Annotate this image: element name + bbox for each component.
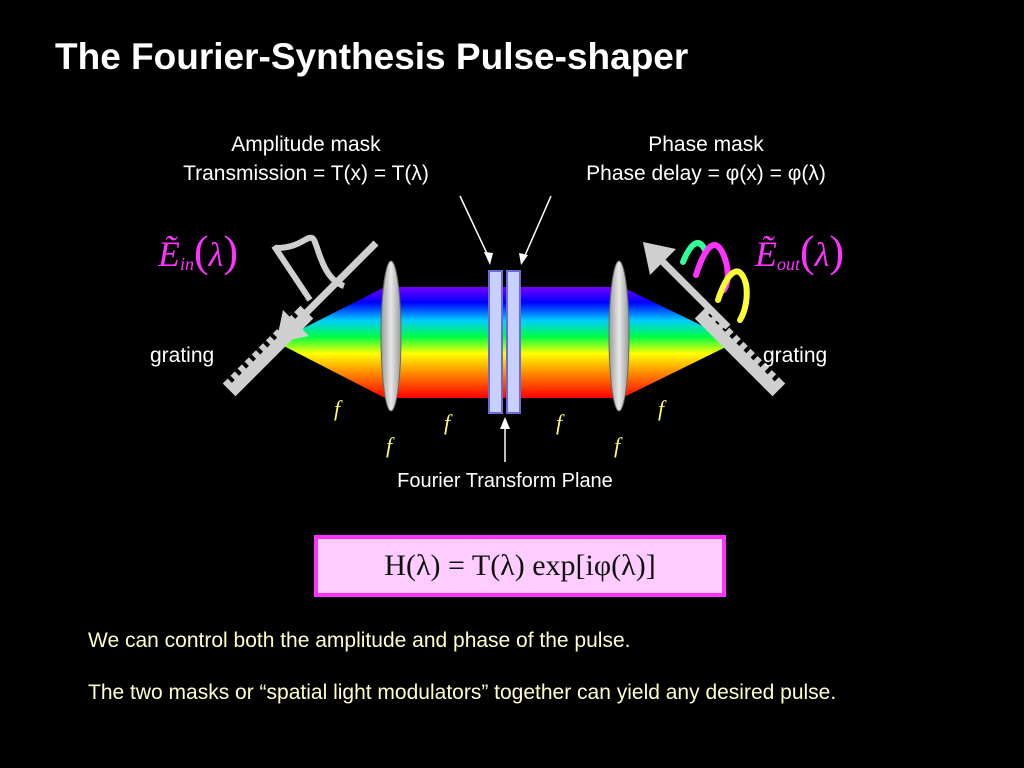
body-paragraph-1: We can control both the amplitude and ph… bbox=[88, 629, 631, 652]
amplitude-mask-title: Amplitude mask bbox=[231, 133, 381, 156]
amplitude-mask-label: Amplitude mask Transmission = T(x) = T(λ… bbox=[131, 130, 481, 188]
e-out-symbol: Ẽ bbox=[755, 234, 777, 274]
lens-left bbox=[380, 260, 402, 412]
input-pulse-icon bbox=[275, 234, 346, 289]
amplitude-mask-formula: Transmission = T(x) = T(λ) bbox=[183, 162, 429, 185]
focal-label-1: f bbox=[334, 396, 341, 421]
focal-label-5: f bbox=[614, 433, 621, 458]
focal-label-2: f bbox=[386, 433, 393, 458]
beam-left-fan bbox=[276, 287, 385, 398]
amplitude-mask-pointer bbox=[459, 195, 491, 261]
focal-label-6: f bbox=[658, 396, 665, 421]
lens-right bbox=[608, 260, 630, 412]
input-beam-arrow bbox=[276, 240, 379, 343]
focal-label-4: f bbox=[556, 410, 563, 435]
e-out-label: Ẽout(λ) bbox=[755, 227, 845, 276]
phase-mask-title: Phase mask bbox=[648, 133, 764, 156]
transfer-function-equation: H(λ) = T(λ) exp[iφ(λ)] bbox=[314, 535, 726, 597]
phase-mask-plate bbox=[506, 270, 521, 414]
e-out-sub: out bbox=[777, 254, 801, 275]
e-out-arg: λ bbox=[814, 237, 830, 274]
e-in-arg: λ bbox=[208, 237, 224, 274]
output-beam-arrow bbox=[643, 242, 731, 330]
grating-left-label: grating bbox=[150, 344, 215, 367]
grating-right-label: grating bbox=[763, 344, 828, 367]
body-paragraph-2: The two masks or “spatial light modulato… bbox=[88, 681, 837, 704]
phase-mask-pointer bbox=[522, 195, 552, 261]
e-in-symbol: Ẽ bbox=[158, 234, 180, 274]
focal-label-3: f bbox=[444, 410, 451, 435]
slide-title: The Fourier-Synthesis Pulse-shaper bbox=[55, 36, 689, 77]
output-pulse-icon bbox=[680, 240, 750, 323]
e-in-label: Ẽin(λ) bbox=[158, 227, 239, 276]
ft-plane-label: Fourier Transform Plane bbox=[397, 470, 613, 492]
e-in-sub: in bbox=[180, 254, 195, 275]
beam-collimated bbox=[385, 287, 622, 398]
phase-mask-label: Phase mask Phase delay = φ(x) = φ(λ) bbox=[531, 130, 881, 188]
phase-mask-formula: Phase delay = φ(x) = φ(λ) bbox=[586, 162, 826, 185]
amplitude-mask-plate bbox=[488, 270, 503, 414]
beam-right-fan bbox=[622, 287, 736, 398]
